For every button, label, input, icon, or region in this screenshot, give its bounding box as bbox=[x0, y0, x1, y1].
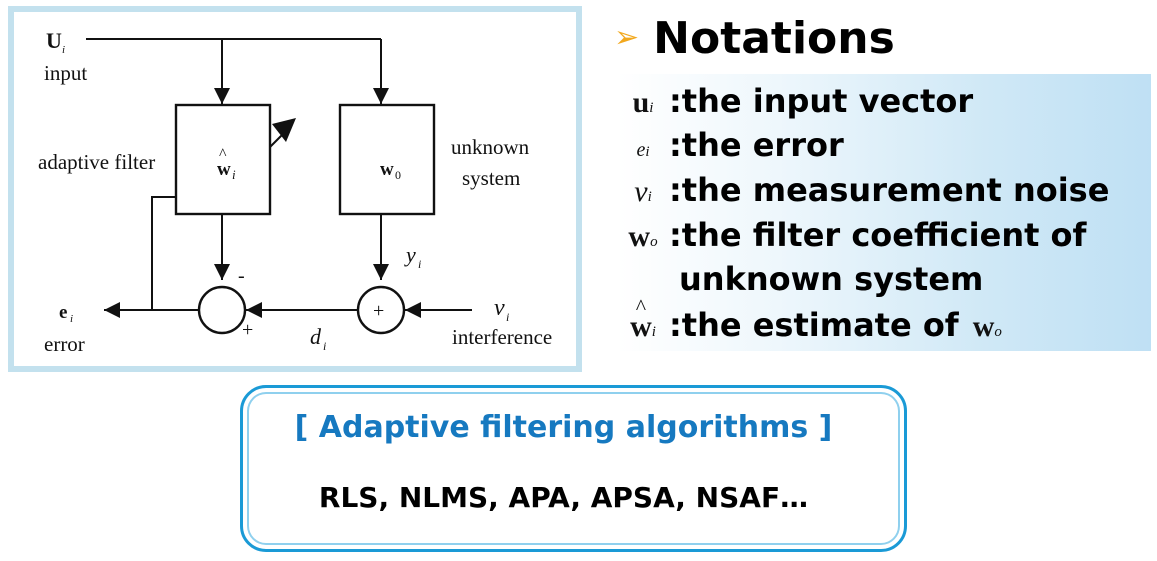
notation-text: :the estimate of bbox=[669, 306, 959, 344]
notation-tail-symbol: wo bbox=[972, 310, 1002, 343]
plus-sign: + bbox=[242, 319, 253, 341]
v-symbol-sub: i bbox=[506, 310, 509, 324]
notations-title: ➢ Notations bbox=[614, 10, 895, 66]
notation-symbol: ui bbox=[632, 86, 654, 119]
filter-symbol-sub: i bbox=[232, 167, 236, 182]
unknown-system-label-1: unknown bbox=[451, 135, 530, 159]
notation-item-coefficient-continued: unknown system bbox=[679, 260, 983, 298]
notation-text: :the error bbox=[669, 126, 844, 164]
notation-item-coefficient: wo :the filter coefficient of bbox=[617, 216, 1086, 254]
notation-item-error: ei :the error bbox=[617, 126, 844, 164]
filter-symbol: w bbox=[217, 159, 231, 180]
unknown-symbol: w bbox=[380, 159, 394, 180]
unknown-system-label-2: system bbox=[462, 166, 520, 190]
notation-item-input: ui :the input vector bbox=[617, 82, 974, 120]
adaptive-filter-diagram-panel: U i input adaptive filter ^ w i w 0 unkn… bbox=[8, 6, 582, 372]
algorithms-title: [ Adaptive filtering algorithms ] bbox=[294, 410, 833, 445]
unknown-system-box bbox=[338, 103, 436, 216]
notation-symbol: wo bbox=[628, 220, 658, 253]
adaptive-filter-diagram: U i input adaptive filter ^ w i w 0 unkn… bbox=[38, 28, 552, 356]
notation-symbol: ^wi bbox=[630, 294, 656, 344]
error-symbol: e bbox=[59, 302, 67, 323]
y-symbol-sub: i bbox=[418, 257, 421, 271]
error-symbol-sub: i bbox=[70, 313, 73, 325]
notations-heading: Notations bbox=[653, 12, 895, 64]
interference-label: interference bbox=[452, 325, 552, 349]
error-feedback-line bbox=[151, 196, 176, 310]
notation-symbol: vi bbox=[634, 175, 652, 208]
d-symbol: d bbox=[310, 324, 322, 349]
error-summing-junction bbox=[197, 285, 247, 335]
notation-text: :the filter coefficient of bbox=[669, 216, 1087, 254]
notation-text: :the input vector bbox=[669, 82, 974, 120]
sum-plus-sign: + bbox=[373, 300, 384, 322]
adaptation-arrow-head bbox=[272, 118, 296, 142]
notation-symbol: ei bbox=[636, 139, 650, 161]
adaptive-filter-label: adaptive filter bbox=[38, 150, 155, 174]
input-symbol-sub: i bbox=[62, 44, 65, 56]
v-symbol: v bbox=[494, 295, 505, 321]
y-symbol: y bbox=[404, 242, 416, 267]
error-label: error bbox=[44, 332, 85, 356]
input-label: input bbox=[44, 61, 87, 85]
hat-accent: ^ bbox=[635, 294, 647, 319]
input-symbol: U bbox=[46, 28, 62, 53]
notation-text: :the measurement noise bbox=[669, 171, 1110, 209]
d-symbol-sub: i bbox=[323, 339, 326, 353]
algorithms-box: [ Adaptive filtering algorithms ] RLS, N… bbox=[240, 385, 907, 552]
notations-list: ui :the input vector ei :the error vi :t… bbox=[617, 74, 1151, 351]
algorithms-list: RLS, NLMS, APA, APSA, NSAF… bbox=[318, 481, 809, 514]
minus-sign: - bbox=[238, 265, 245, 287]
notation-text: unknown system bbox=[679, 260, 984, 298]
unknown-symbol-sub: 0 bbox=[395, 168, 401, 182]
notation-item-noise: vi :the measurement noise bbox=[617, 171, 1109, 209]
arrow-bullet-icon: ➢ bbox=[614, 20, 640, 55]
filter-hat: ^ bbox=[219, 146, 227, 163]
notation-item-estimate: ^wi :the estimate of wo bbox=[617, 294, 1002, 345]
